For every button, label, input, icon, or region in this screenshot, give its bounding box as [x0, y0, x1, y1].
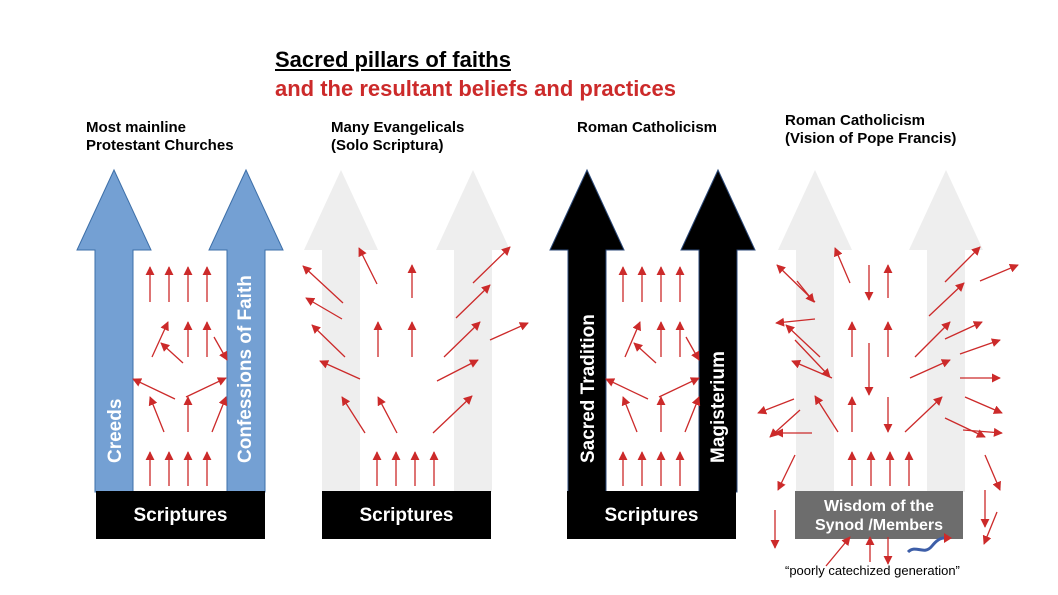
pillar-confessions-of-faith: [208, 168, 284, 493]
panel-roman-catholicism: Sacred Tradition Magisterium Scriptures: [549, 168, 756, 539]
pillar-label-creeds: Creeds: [105, 399, 126, 463]
pillar-label-confessions: Confessions of Faith: [235, 275, 256, 463]
heading-line-1: Most mainline: [86, 119, 187, 136]
red-arrow: [834, 247, 851, 284]
red-arrow: [775, 317, 816, 327]
red-arrow: [825, 536, 851, 567]
red-arrow: [472, 246, 511, 284]
red-arrow: [757, 398, 795, 415]
heading-evangelicals: Many Evangelicals (Solo Scriptura): [331, 119, 464, 155]
heading-pope-francis: Roman Catholicism (Vision of Pope Franci…: [785, 112, 956, 148]
red-arrow: [605, 378, 649, 400]
belief-arrows: [132, 266, 228, 486]
red-arrow: [358, 247, 378, 285]
red-arrow: [685, 336, 700, 361]
red-arrow: [443, 321, 481, 358]
red-arrow: [684, 396, 701, 433]
red-arrow: [984, 454, 1001, 491]
heading-line-1: Roman Catholicism: [577, 119, 718, 136]
heading-line-1: Roman Catholicism: [785, 112, 926, 129]
pillar-faint-right: [909, 170, 983, 492]
base-label-synod-line-2: Synod /Members: [815, 517, 943, 534]
red-arrow: [432, 395, 473, 434]
red-arrow: [794, 339, 831, 378]
red-arrow: [160, 342, 184, 364]
base-label-scriptures: Scriptures: [605, 505, 699, 526]
panel-evangelicals: Scriptures: [302, 170, 529, 539]
red-arrow: [791, 360, 833, 379]
red-arrow: [621, 396, 638, 433]
red-arrow: [151, 321, 169, 358]
red-arrow: [319, 360, 361, 380]
red-arrow: [132, 378, 176, 400]
squiggle-arrow-head: [944, 533, 952, 543]
red-arrow: [982, 511, 998, 545]
belief-arrows: [302, 246, 529, 486]
base-scriptures: [96, 491, 265, 539]
red-arrow: [944, 417, 986, 438]
red-arrow: [944, 246, 981, 283]
pillar-label-sacred-tradition: Sacred Tradition: [578, 314, 599, 463]
red-arrow: [341, 396, 366, 434]
pillar-creeds: [76, 168, 152, 493]
base-synod: [795, 491, 963, 539]
red-arrow: [148, 396, 165, 433]
red-arrow: [305, 297, 343, 320]
base-label-scriptures: Scriptures: [134, 505, 228, 526]
red-arrow: [489, 322, 529, 341]
diagram-title: Sacred pillars of faiths: [275, 47, 511, 72]
diagram-subtitle: and the resultant beliefs and practices: [275, 76, 677, 101]
red-arrow: [962, 427, 1003, 437]
red-arrow: [302, 265, 344, 304]
base-scriptures: [567, 491, 736, 539]
pillar-magisterium: [680, 168, 756, 493]
red-arrow: [796, 280, 815, 303]
squiggle-arrow: [906, 536, 945, 554]
belief-arrows: [605, 266, 701, 486]
red-arrow: [928, 282, 965, 317]
red-arrow: [814, 395, 839, 433]
base-label-synod-line-1: Wisdom of the: [824, 498, 934, 515]
red-arrow: [436, 359, 479, 382]
heading-line-1: Many Evangelicals: [331, 119, 465, 136]
heading-line-2: (Solo Scriptura): [331, 137, 444, 154]
red-arrow: [185, 377, 227, 398]
red-arrow: [213, 336, 228, 361]
base-label-scriptures: Scriptures: [360, 505, 454, 526]
red-arrow: [633, 342, 657, 364]
pillar-label-magisterium: Magisterium: [708, 351, 729, 463]
heading-line-2: (Vision of Pope Francis): [785, 130, 957, 147]
pillar-faint-right: [436, 170, 510, 492]
red-arrow: [777, 454, 796, 491]
red-arrow: [311, 324, 346, 358]
heading-mainline-protestant: Most mainline Protestant Churches: [86, 119, 234, 155]
red-arrow: [964, 396, 1003, 414]
heading-line-2: Protestant Churches: [86, 137, 234, 154]
red-arrow: [904, 396, 943, 433]
pillar-sacred-tradition: [549, 168, 625, 493]
heading-roman-catholicism: Roman Catholicism: [577, 119, 717, 137]
base-scriptures: [322, 491, 491, 539]
red-arrow: [377, 396, 398, 434]
red-arrow: [909, 359, 951, 379]
red-arrow: [658, 377, 700, 398]
panel-pope-francis: Wisdom of the Synod /Members: [757, 170, 1019, 578]
red-arrow: [785, 324, 821, 358]
panel-mainline-protestant: Creeds Confessions of Faith Scriptures: [76, 168, 284, 539]
red-arrow: [944, 321, 983, 340]
red-arrow: [624, 321, 641, 358]
red-arrow: [979, 263, 1019, 282]
pillar-faint-left: [778, 170, 852, 492]
red-arrow: [455, 284, 491, 319]
belief-arrows: [757, 246, 1019, 567]
red-arrow: [211, 396, 228, 433]
red-arrow: [914, 321, 951, 358]
pillar-faint-left: [304, 170, 378, 492]
caption-poorly-catechized: “poorly catechized generation”: [785, 563, 960, 578]
red-arrow: [959, 338, 1001, 355]
